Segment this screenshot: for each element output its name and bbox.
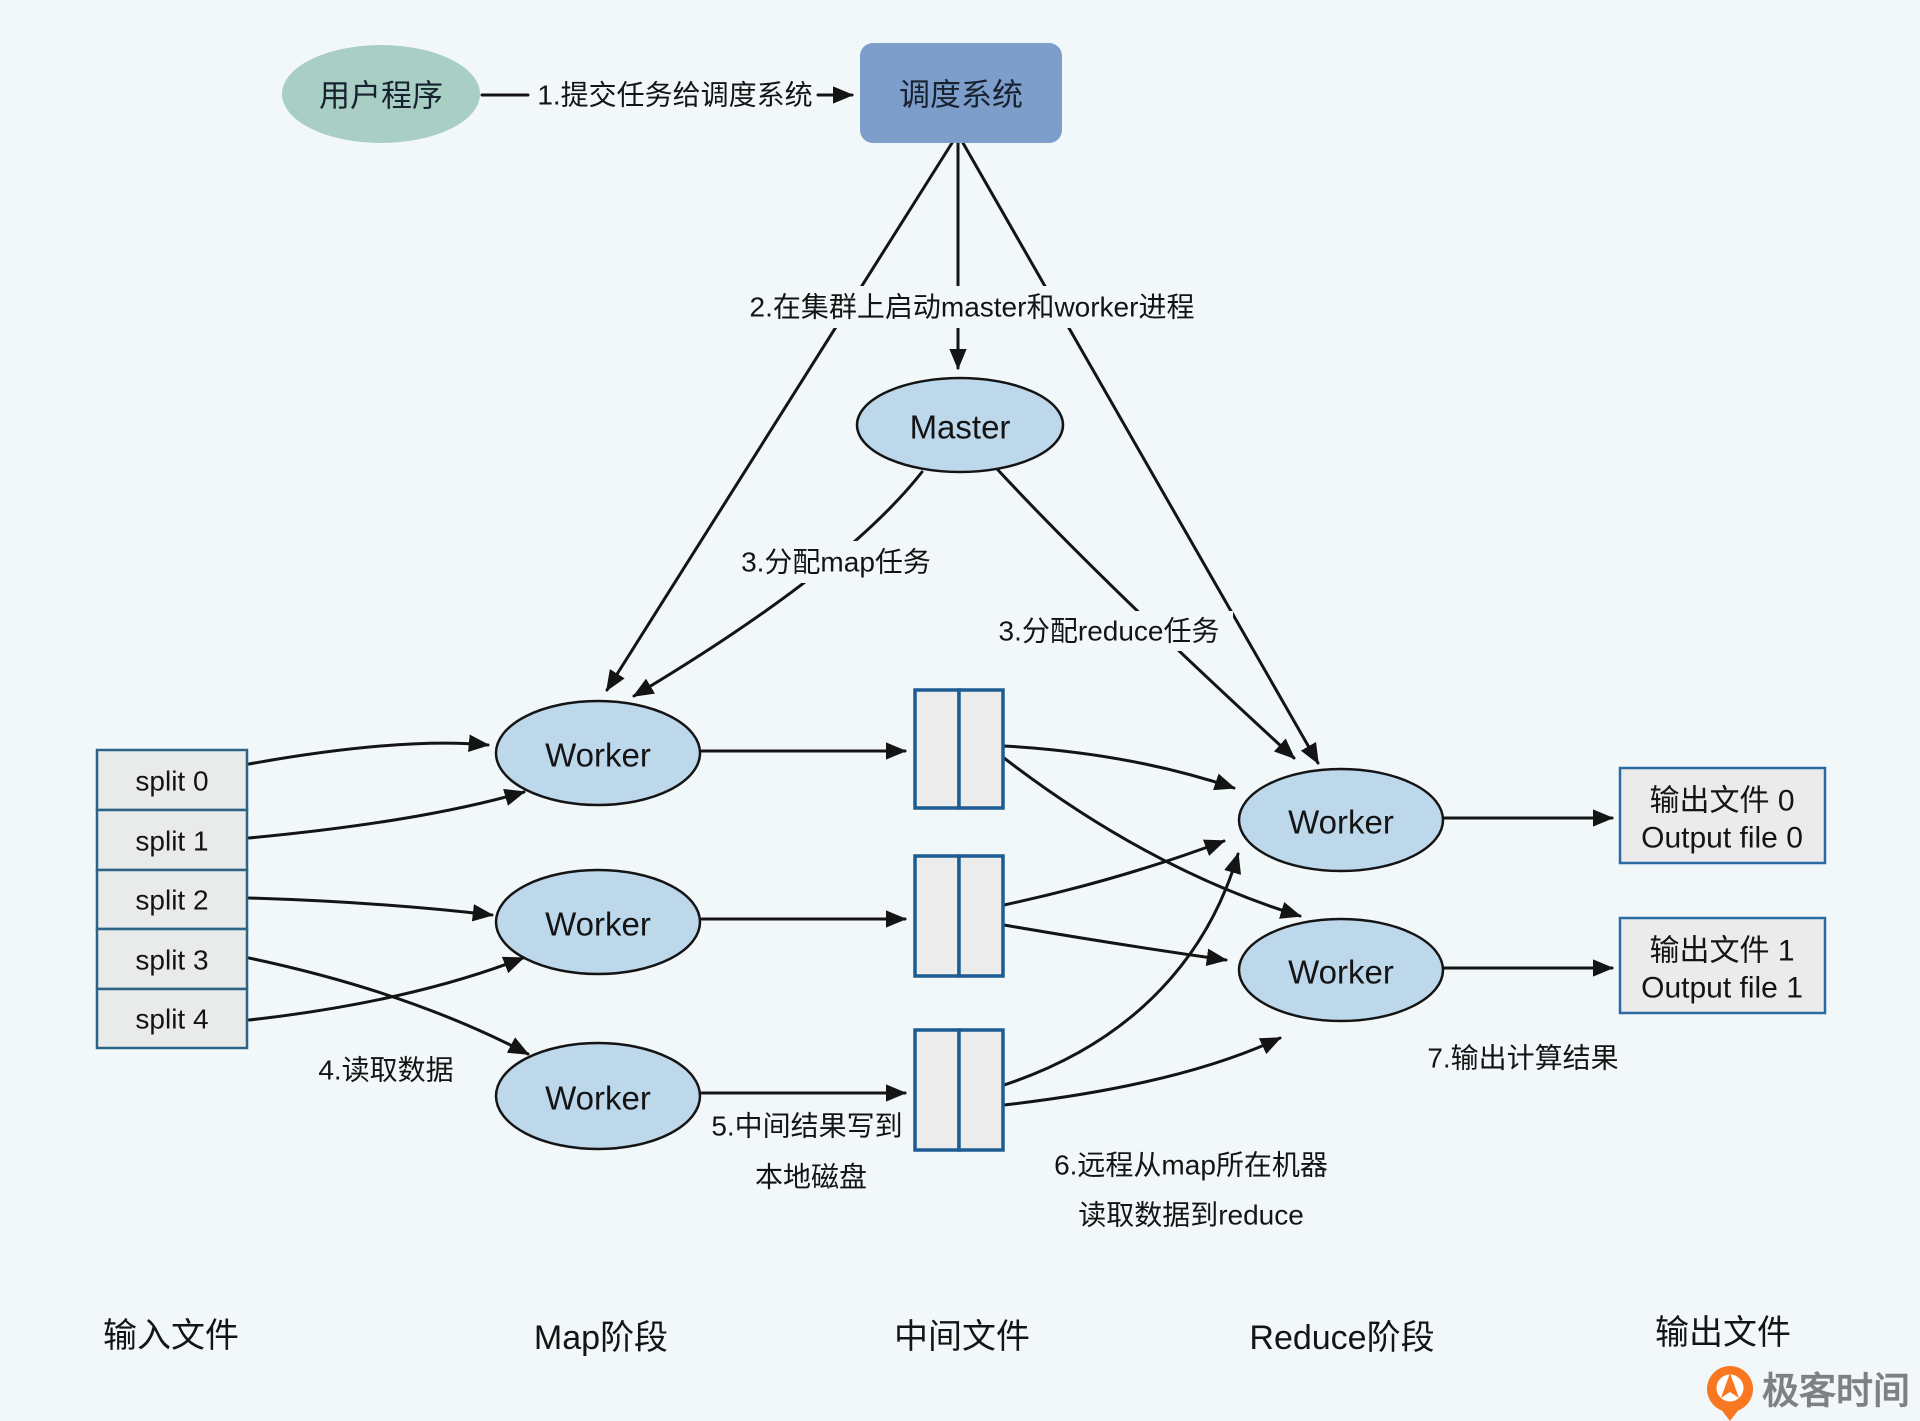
step3-reduce-label: 3.分配reduce任务 — [999, 616, 1220, 647]
map-worker-2-node — [494, 868, 702, 976]
map-worker-3-node — [494, 1041, 702, 1151]
phase-input-files-label: 输入文件 — [103, 1317, 239, 1355]
split-4-label: split 4 — [135, 1004, 208, 1035]
phase-output-files-label: 输出文件 — [1655, 1314, 1791, 1352]
arrow-intermediate2-to-reduce2 — [1002, 923, 1228, 966]
arrow-scheduler-to-reduce-worker — [961, 141, 1320, 765]
reduce-worker-1-label: Worker — [1288, 804, 1394, 841]
map-worker-1-label: Worker — [545, 737, 651, 774]
arrow-master-reduce-task — [996, 468, 1296, 760]
step6-label-line1: 6.远程从map所在机器 — [1054, 1150, 1328, 1181]
split-3-box — [95, 927, 249, 991]
split-3-label: split 3 — [135, 945, 208, 976]
step4-label: 4.读取数据 — [318, 1055, 453, 1086]
map-worker-1-node — [494, 699, 702, 807]
step3reduce-label-mask — [983, 611, 1233, 651]
split-1-label: split 1 — [135, 826, 208, 857]
intermediate-file-1-right-cell — [957, 688, 1005, 810]
step7-label: 7.输出计算结果 — [1427, 1043, 1618, 1074]
output-file-1-box — [1618, 916, 1827, 1015]
geektime-logo-icon — [1707, 1366, 1753, 1421]
phase-reduce-stage-label: Reduce阶段 — [1249, 1319, 1434, 1357]
arrow-intermediate2-to-reduce1 — [1002, 839, 1226, 907]
output-file-0-box — [1618, 766, 1827, 865]
arrow-intermediate3-to-reduce2 — [1002, 1036, 1282, 1107]
user-program-node — [282, 45, 480, 143]
split-1-box — [95, 808, 249, 872]
arrow-scheduler-to-map-worker — [605, 141, 954, 692]
output-file-1-line2: Output file 1 — [1641, 972, 1803, 1005]
split-2-label: split 2 — [135, 885, 208, 916]
step2-label-mask — [722, 286, 1222, 328]
phase-intermediate-files-label: 中间文件 — [894, 1318, 1030, 1356]
flow-arrows — [247, 86, 1614, 1107]
master-label: Master — [910, 409, 1011, 446]
output-file-0-line1: 输出文件 0 — [1649, 785, 1794, 818]
split-2-box — [95, 868, 249, 931]
reduce-worker-2-label: Worker — [1288, 954, 1394, 991]
intermediate-files — [913, 688, 1005, 1152]
split-0-label: split 0 — [135, 766, 208, 797]
master-node — [855, 376, 1065, 474]
intermediate-file-3-left-cell — [913, 1028, 961, 1152]
intermediate-file-3-right-cell — [957, 1028, 1005, 1152]
arrow-split0-to-worker1 — [247, 734, 490, 766]
step5-label-line1: 5.中间结果写到 — [711, 1111, 902, 1142]
step6-label-line2: 读取数据到reduce — [1078, 1200, 1304, 1231]
input-splits-stack — [95, 748, 249, 1050]
map-worker-3-label: Worker — [545, 1080, 651, 1117]
step2-label: 2.在集群上启动master和worker进程 — [750, 292, 1195, 323]
reduce-worker-2-node — [1237, 917, 1445, 1023]
map-worker-2-label: Worker — [545, 906, 651, 943]
phase-map-stage-label: Map阶段 — [534, 1319, 668, 1357]
output-file-1-line1: 输出文件 1 — [1649, 935, 1794, 968]
geektime-logo-text: 极客时间 — [1762, 1371, 1910, 1412]
step1-label: 1.提交任务给调度系统 — [537, 80, 812, 111]
step3map-label-mask — [720, 541, 952, 583]
arrow-intermediate1-to-reduce1 — [1002, 744, 1236, 791]
split-4-box — [95, 987, 249, 1050]
scheduler-node — [860, 43, 1062, 143]
arrow-split1-to-worker1 — [247, 788, 526, 840]
reduce-worker-1-node — [1237, 767, 1445, 873]
step3-map-label: 3.分配map任务 — [741, 547, 931, 578]
user-program-label: 用户程序 — [319, 79, 443, 114]
arrow-split4-to-worker2 — [247, 956, 525, 1022]
arrow-master-map-task — [632, 470, 924, 698]
output-file-0-line2: Output file 0 — [1641, 822, 1803, 855]
arrow-intermediate1-to-reduce2 — [1002, 756, 1302, 919]
arrow-split2-to-worker2 — [247, 896, 494, 922]
arrow-split3-to-worker3 — [247, 956, 530, 1056]
intermediate-file-1-left-cell — [913, 688, 961, 810]
step5-label-line2: 本地磁盘 — [755, 1162, 867, 1193]
intermediate-file-2-right-cell — [957, 854, 1005, 978]
geektime-logo: 极客时间 — [1707, 1366, 1910, 1421]
intermediate-file-2-left-cell — [913, 854, 961, 978]
arrow-intermediate3-to-reduce1 — [1002, 852, 1242, 1087]
scheduler-label: 调度系统 — [899, 78, 1023, 113]
